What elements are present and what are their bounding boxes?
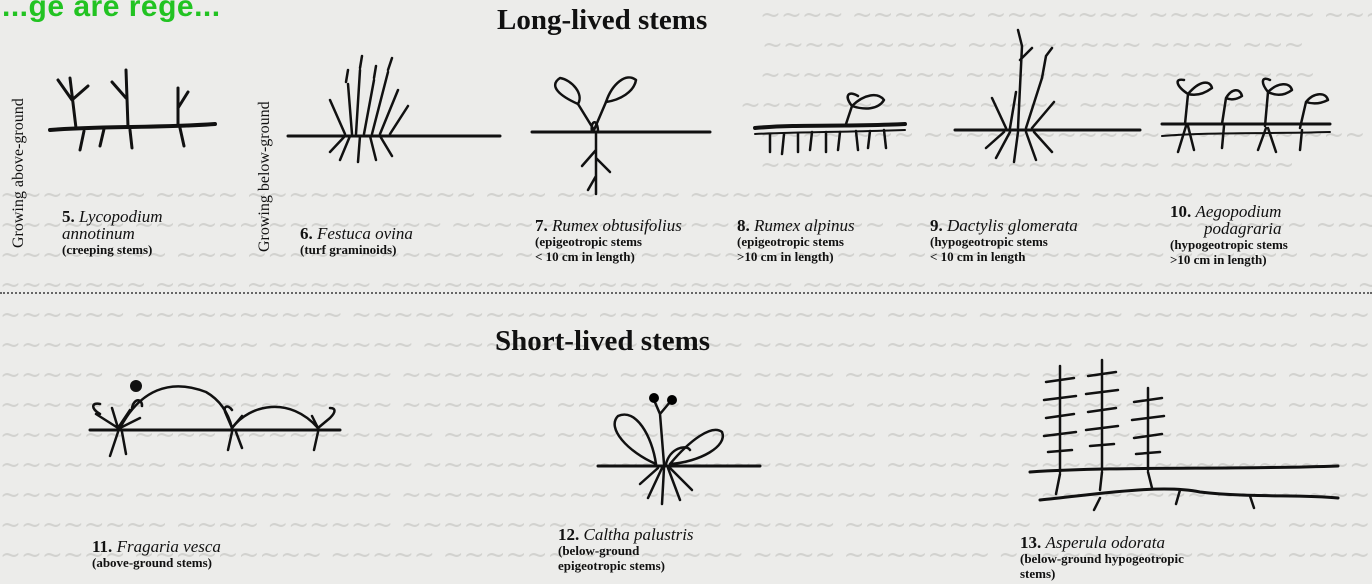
caption-figure-11: 11. Fragaria vesca (above-ground stems): [92, 538, 221, 570]
caption-note: (hypogeotropic stems: [930, 234, 1078, 249]
caption-note: (epigeotropic stems: [535, 234, 682, 249]
caption-note: (epigeotropic stems: [737, 234, 855, 249]
caption-note: (hypogeotropic stems: [1170, 237, 1288, 252]
drawing-festuca-ovina: [288, 56, 500, 162]
caption-figure-7: 7. Rumex obtusifolius (epigeotropic stem…: [535, 217, 682, 264]
caption-note: (turf graminoids): [300, 242, 413, 257]
figure-number: 9.: [930, 216, 943, 235]
figure-number: 11.: [92, 537, 112, 556]
species-name: Caltha palustris: [584, 525, 694, 544]
figure-number: 10.: [1170, 202, 1191, 221]
caption-note: (above-ground stems): [92, 555, 221, 570]
caption-figure-10: 10. Aegopodium podagraria (hypogeotropic…: [1170, 203, 1288, 267]
figure-number: 13.: [1020, 533, 1041, 552]
species-name: Dactylis glomerata: [947, 216, 1078, 235]
figure-number: 12.: [558, 525, 579, 544]
drawing-dactylis-glomerata: [955, 30, 1140, 162]
figure-number: 8.: [737, 216, 750, 235]
caption-note: stems): [1020, 566, 1184, 581]
caption-note: (creeping stems): [62, 242, 163, 257]
species-name: Rumex alpinus: [754, 216, 855, 235]
caption-figure-6: 6. Festuca ovina (turf graminoids): [300, 225, 413, 257]
drawing-fragaria-vesca: [90, 380, 340, 456]
drawing-lycopodium: [50, 70, 215, 150]
caption-figure-9: 9. Dactylis glomerata (hypogeotropic ste…: [930, 217, 1078, 264]
caption-note: (below-ground: [558, 543, 694, 558]
caption-note: epigeotropic stems): [558, 558, 694, 573]
drawing-asperula-odorata: [1030, 360, 1338, 510]
species-name: Rumex obtusifolius: [552, 216, 682, 235]
species-name: Asperula odorata: [1046, 533, 1165, 552]
figure-number: 6.: [300, 224, 313, 243]
caption-note: >10 cm in length): [737, 249, 855, 264]
species-name: Fragaria vesca: [117, 537, 221, 556]
caption-note: (below-ground hypogeotropic: [1020, 551, 1184, 566]
caption-figure-12: 12. Caltha palustris (below-ground epige…: [558, 526, 694, 573]
caption-figure-13: 13. Asperula odorata (below-ground hypog…: [1020, 534, 1184, 581]
caption-figure-8: 8. Rumex alpinus (epigeotropic stems >10…: [737, 217, 855, 264]
caption-note: < 10 cm in length: [930, 249, 1078, 264]
drawing-rumex-alpinus: [755, 94, 905, 154]
figure-number: 7.: [535, 216, 548, 235]
drawing-caltha-palustris: [598, 393, 760, 504]
caption-figure-5: 5. Lycopodium annotinum (creeping stems): [62, 208, 163, 257]
species-name: Festuca ovina: [317, 224, 413, 243]
species-name-line2: annotinum: [62, 224, 135, 243]
caption-note: >10 cm in length): [1170, 252, 1288, 267]
species-name-line2: podagraria: [1204, 219, 1281, 238]
drawing-rumex-obtusifolius: [532, 77, 710, 194]
caption-note: < 10 cm in length): [535, 249, 682, 264]
drawing-aegopodium: [1162, 79, 1330, 152]
